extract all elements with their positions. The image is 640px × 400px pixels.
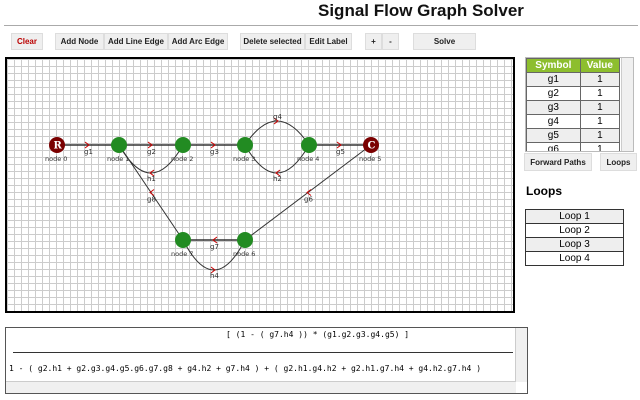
clear-button[interactable]: Clear [11, 33, 43, 50]
node-label: node 3 [233, 155, 255, 163]
symbol-cell: g1 [526, 72, 581, 87]
edge-label: g7 [210, 243, 219, 251]
symbol-cell: g2 [526, 86, 581, 101]
graph-node[interactable] [301, 137, 317, 153]
result-panel: [ (1 - ( g7.h4 )) * (g1.g2.g3.g4.g5) ] 1… [5, 327, 528, 394]
edge-label: g8 [147, 196, 156, 204]
symbol-cell: g5 [526, 128, 581, 143]
value-cell[interactable]: 1 [579, 100, 621, 115]
loop-item[interactable]: Loop 3 [525, 237, 624, 252]
page-title: Signal Flow Graph Solver [318, 1, 524, 20]
value-cell[interactable]: 1 [579, 72, 621, 87]
divider [4, 25, 638, 26]
edge-label: g3 [210, 148, 219, 156]
loop-item[interactable]: Loop 2 [525, 223, 624, 238]
arrow-icon [306, 189, 312, 196]
node-label: node 1 [107, 155, 129, 163]
value-cell[interactable]: 1 [579, 114, 621, 129]
value-cell[interactable]: 1 [579, 128, 621, 143]
edge-label: g5 [336, 148, 345, 156]
arrow-icon [336, 141, 342, 149]
edge-label: g1 [84, 148, 93, 156]
edge-label: h4 [210, 272, 219, 280]
arrow-icon [210, 141, 216, 149]
fraction-bar [13, 352, 513, 353]
symbol-cell: g6 [526, 142, 581, 151]
solve-button[interactable]: Solve [413, 33, 476, 50]
node-label: node 0 [45, 155, 67, 163]
edge-g8[interactable] [118, 144, 184, 241]
symbol-cell: g3 [526, 100, 581, 115]
horizontal-scrollbar[interactable] [6, 381, 516, 393]
graph-node[interactable] [49, 137, 65, 153]
loop-list: Loop 1 Loop 2 Loop 3 Loop 4 [525, 209, 624, 266]
graph-node[interactable] [237, 232, 253, 248]
value-cell[interactable]: 1 [579, 86, 621, 101]
arrow-icon [275, 169, 281, 177]
vertical-scrollbar[interactable] [515, 328, 527, 382]
col-symbol: Symbol [526, 58, 581, 73]
edge-g6[interactable] [244, 144, 372, 241]
zoom-out-button[interactable]: - [382, 33, 399, 50]
node-label: node 2 [171, 155, 193, 163]
symbol-cell: g4 [526, 114, 581, 129]
arrow-icon [149, 169, 155, 177]
arrow-icon [212, 236, 218, 244]
edit-label-button[interactable]: Edit Label [305, 33, 352, 50]
node-letter: R [54, 141, 63, 152]
delete-selected-button[interactable]: Delete selected [240, 33, 305, 50]
arrow-icon [84, 141, 90, 149]
node-label: node 4 [297, 155, 319, 163]
edge-label: g6 [304, 196, 313, 204]
graph-node[interactable] [237, 137, 253, 153]
graph-node[interactable] [111, 137, 127, 153]
forward-paths-button[interactable]: Forward Paths [524, 153, 592, 171]
edge-g4[interactable] [244, 120, 310, 146]
zoom-in-button[interactable]: + [365, 33, 382, 50]
add-node-button[interactable]: Add Node [55, 33, 104, 50]
table-scrollbar[interactable] [621, 58, 633, 151]
loops-button[interactable]: Loops [600, 153, 637, 171]
graph-node[interactable] [363, 137, 379, 153]
edge-label: h1 [147, 175, 156, 183]
loop-item[interactable]: Loop 4 [525, 251, 624, 266]
edge-label: g4 [273, 113, 282, 121]
add-arc-edge-button[interactable]: Add Arc Edge [168, 33, 228, 50]
numerator: [ (1 - ( g7.h4 )) * (g1.g2.g3.g4.g5) ] [226, 330, 410, 339]
node-label: node 5 [359, 155, 381, 163]
graph-node[interactable] [175, 137, 191, 153]
node-letter: C [368, 141, 376, 152]
edge-label: g2 [147, 148, 156, 156]
loop-item[interactable]: Loop 1 [525, 209, 624, 224]
add-line-edge-button[interactable]: Add Line Edge [104, 33, 168, 50]
arrow-icon [147, 141, 153, 149]
loops-heading: Loops [526, 184, 562, 198]
denominator: 1 - ( g2.h1 + g2.g3.g4.g5.g6.g7.g8 + g4.… [9, 364, 482, 373]
edge-label: h2 [273, 175, 282, 183]
graph-node[interactable] [175, 232, 191, 248]
node-label: node 7 [171, 250, 193, 258]
col-value: Value [579, 58, 621, 73]
arrow-icon [149, 189, 155, 196]
arrow-icon [273, 117, 279, 125]
value-cell[interactable]: 1 [579, 142, 621, 151]
node-label: node 6 [233, 250, 255, 258]
arrow-icon [210, 266, 216, 274]
